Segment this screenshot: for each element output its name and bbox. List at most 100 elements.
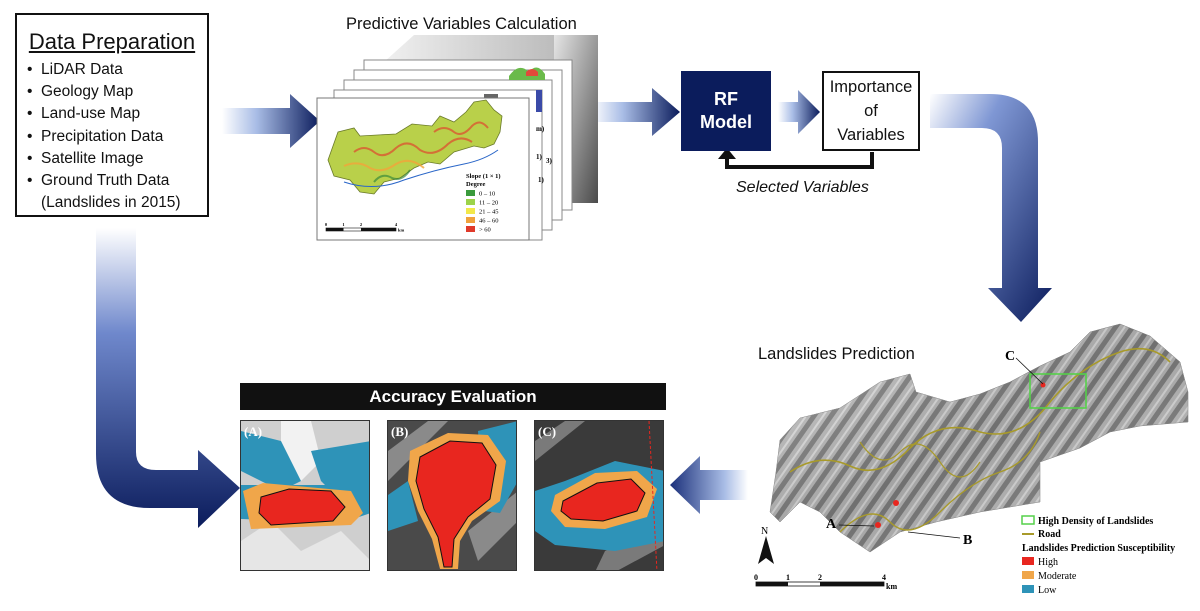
panel-b-label: (B) [391, 424, 409, 439]
scale-tick-label: 2 [360, 222, 363, 227]
marker-a-leader [838, 524, 875, 527]
back-sheet-fragment: 3) [546, 157, 553, 165]
slope-legend-unit: Degree [466, 181, 485, 188]
slope-legend-swatch [466, 217, 475, 223]
slope-legend-title: Slope (1 × 1) [466, 173, 501, 180]
list-item: •Ground Truth Data [27, 172, 170, 190]
slope-map-river [343, 149, 499, 187]
scale-unit-label: km [398, 228, 405, 233]
scale-tick-label: 1 [786, 573, 790, 582]
back-sheet-fragment: 1) [536, 153, 543, 161]
high-density-box [1029, 373, 1087, 409]
slope-legend-label: 21 – 45 [479, 209, 499, 216]
scale-tick-label: 0 [754, 573, 758, 582]
feedback-arrow [725, 152, 874, 169]
list-item: •Satellite Image [27, 149, 144, 167]
slope-map-texture [433, 121, 489, 135]
accuracy-evaluation-title: Accuracy Evaluation [240, 383, 666, 410]
panel-a-label: (A) [244, 424, 263, 439]
slope-legend-label: 11 – 20 [479, 200, 498, 207]
legend-high-density-label: High Density of Landslides [1038, 516, 1153, 527]
scale-tick-label: 4 [882, 573, 886, 582]
list-item: •Land-use Map [27, 105, 141, 123]
arrow-prep-to-variables [222, 94, 320, 148]
marker-b: B [963, 533, 972, 548]
slope-legend-swatch [466, 190, 475, 196]
arrow-prediction-to-accuracy [670, 456, 748, 514]
marker-c-leader [1015, 357, 1044, 385]
landslide-high-spot [1040, 382, 1046, 388]
back-sheet-map-fragment [526, 69, 538, 76]
accuracy-panel-b: (B) [387, 420, 517, 571]
arrow-variables-to-rf [592, 88, 680, 136]
predictive-variables-title: Predictive Variables Calculation [346, 15, 577, 33]
slope-legend-label: 46 – 60 [479, 218, 499, 225]
predictive-variables-stack: m) 1) 3) 1) Slope (1 × 1) Degree 0 – 10 1… [316, 35, 598, 241]
map-scale-bar-fill [820, 582, 884, 586]
slope-legend-swatch [466, 226, 475, 232]
list-item: •Geology Map [27, 83, 134, 101]
legend-road-label: Road [1038, 529, 1061, 540]
marker-c: C [1005, 349, 1015, 364]
stack-depth-top [384, 35, 596, 62]
list-item: •LiDAR Data [27, 61, 123, 78]
north-label: N [761, 526, 768, 537]
feedback-arrow-head [718, 148, 736, 159]
selected-variables-label: Selected Variables [736, 179, 869, 196]
scale-tick-label: 0 [325, 222, 328, 227]
landslides-prediction-title: Landslides Prediction [758, 345, 915, 363]
slope-map-texture [353, 137, 473, 157]
legend-susceptibility-title: Landslides Prediction Susceptibility [1022, 543, 1175, 554]
legend-high-label: High [1038, 557, 1058, 568]
importance-line3: Variables [837, 126, 905, 144]
panel-c-label: (C) [538, 424, 557, 439]
accuracy-panel-a: (A) [240, 420, 370, 571]
slope-scale-bar-fill [326, 228, 344, 231]
list-item: •Precipitation Data [27, 127, 164, 145]
scale-tick-label: 1 [342, 222, 345, 227]
map-scale-ticks: 0 1 2 4km [754, 573, 897, 591]
slope-legend-label: > 60 [479, 227, 491, 234]
scale-unit-label: km [886, 582, 897, 591]
importance-of-variables-box: Importance of Variables [822, 71, 920, 151]
slope-map-texture [343, 159, 425, 172]
hillshade-overlay [770, 324, 1188, 552]
rf-model-line1: RF [714, 89, 738, 109]
list-item-continuation: (Landslides in 2015) [41, 194, 181, 212]
back-sheet-fragment: 1) [538, 176, 545, 184]
legend-low-label: Low [1038, 585, 1057, 596]
rf-model-line2: Model [700, 112, 752, 132]
slope-legend: 0 – 10 11 – 20 21 – 45 46 – 60 > 60 [466, 190, 499, 234]
scale-tick-label: 2 [818, 573, 822, 582]
legend-moderate-swatch [1022, 571, 1034, 579]
road-line [859, 441, 981, 478]
legend-low-swatch [1022, 585, 1034, 593]
road-line [839, 431, 1041, 533]
slope-legend-swatch [466, 208, 475, 214]
data-preparation-box: Data Preparation •LiDAR Data •Geology Ma… [15, 13, 209, 217]
legend-high-density-swatch [1021, 515, 1035, 525]
data-preparation-list: •LiDAR Data •Geology Map •Land-use Map •… [27, 59, 181, 214]
legend-high-swatch [1022, 557, 1034, 565]
arrow-prep-to-accuracy [96, 228, 240, 528]
accuracy-panel-c: (C) [534, 420, 664, 571]
legend-moderate-label: Moderate [1038, 571, 1077, 582]
slope-legend-swatch [466, 199, 475, 205]
road-line [789, 347, 1171, 473]
landslide-high-spot [875, 522, 881, 528]
arrow-importance-to-prediction [930, 94, 1052, 322]
rf-model-box: RF Model [681, 71, 771, 151]
importance-line2: of [864, 102, 878, 120]
data-preparation-title: Data Preparation [28, 29, 196, 54]
north-arrow-icon [758, 536, 774, 564]
slope-map-texture [373, 169, 411, 183]
marker-b-leader [907, 531, 961, 539]
slope-scale-bar-fill [361, 228, 396, 231]
slope-legend-label: 0 – 10 [479, 191, 495, 198]
back-sheet-fragment: m) [536, 125, 545, 133]
landslide-high-spot [893, 500, 899, 506]
map-scale-bar-fill [756, 582, 788, 586]
